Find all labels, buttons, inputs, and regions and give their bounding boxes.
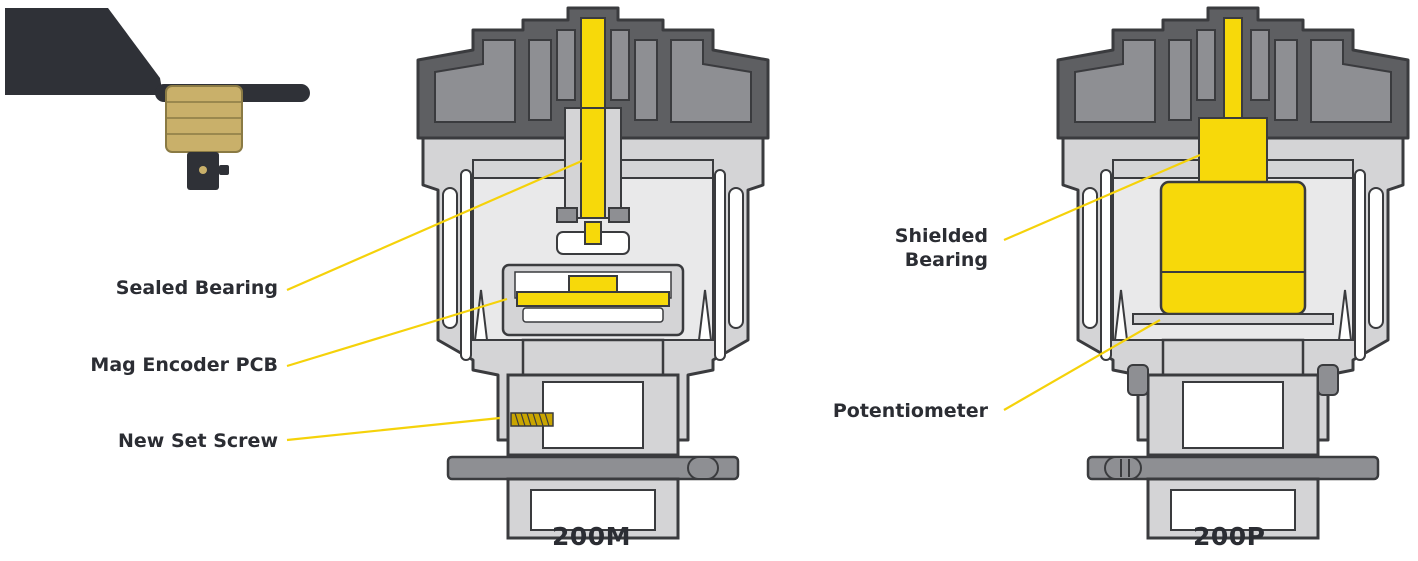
unit-200p-drawing bbox=[1056, 6, 1410, 540]
label-sealed-bearing: Sealed Bearing bbox=[115, 277, 278, 299]
label-potentiometer: Potentiometer bbox=[832, 400, 988, 422]
set-screw-part bbox=[510, 412, 554, 427]
label-new-set-screw: New Set Screw bbox=[118, 430, 278, 452]
model-name-200p: 200P bbox=[1193, 522, 1266, 551]
leader-potentiometer bbox=[1003, 319, 1161, 411]
label-shielded-line2: Bearing bbox=[904, 249, 988, 271]
mag-encoder-pcb-part bbox=[516, 291, 670, 307]
sealed-bearing-part bbox=[584, 221, 602, 245]
shielded-bearing-part bbox=[1198, 117, 1268, 183]
leader-shielded-bearing bbox=[1003, 153, 1201, 242]
label-mag-encoder-pcb: Mag Encoder PCB bbox=[90, 354, 278, 376]
leader-lines bbox=[286, 153, 1201, 442]
unit-200m-drawing bbox=[416, 6, 770, 540]
label-shielded-bearing: Shielded Bearing bbox=[860, 224, 988, 272]
label-shielded-line1: Shielded bbox=[894, 225, 988, 247]
potentiometer-part bbox=[1159, 180, 1307, 316]
wind-vane-icon bbox=[5, 8, 310, 190]
leader-sealed-bearing bbox=[286, 158, 585, 292]
model-name-200m: 200M bbox=[552, 522, 632, 551]
leader-mag-encoder bbox=[286, 297, 508, 368]
leader-set-screw bbox=[286, 416, 501, 442]
